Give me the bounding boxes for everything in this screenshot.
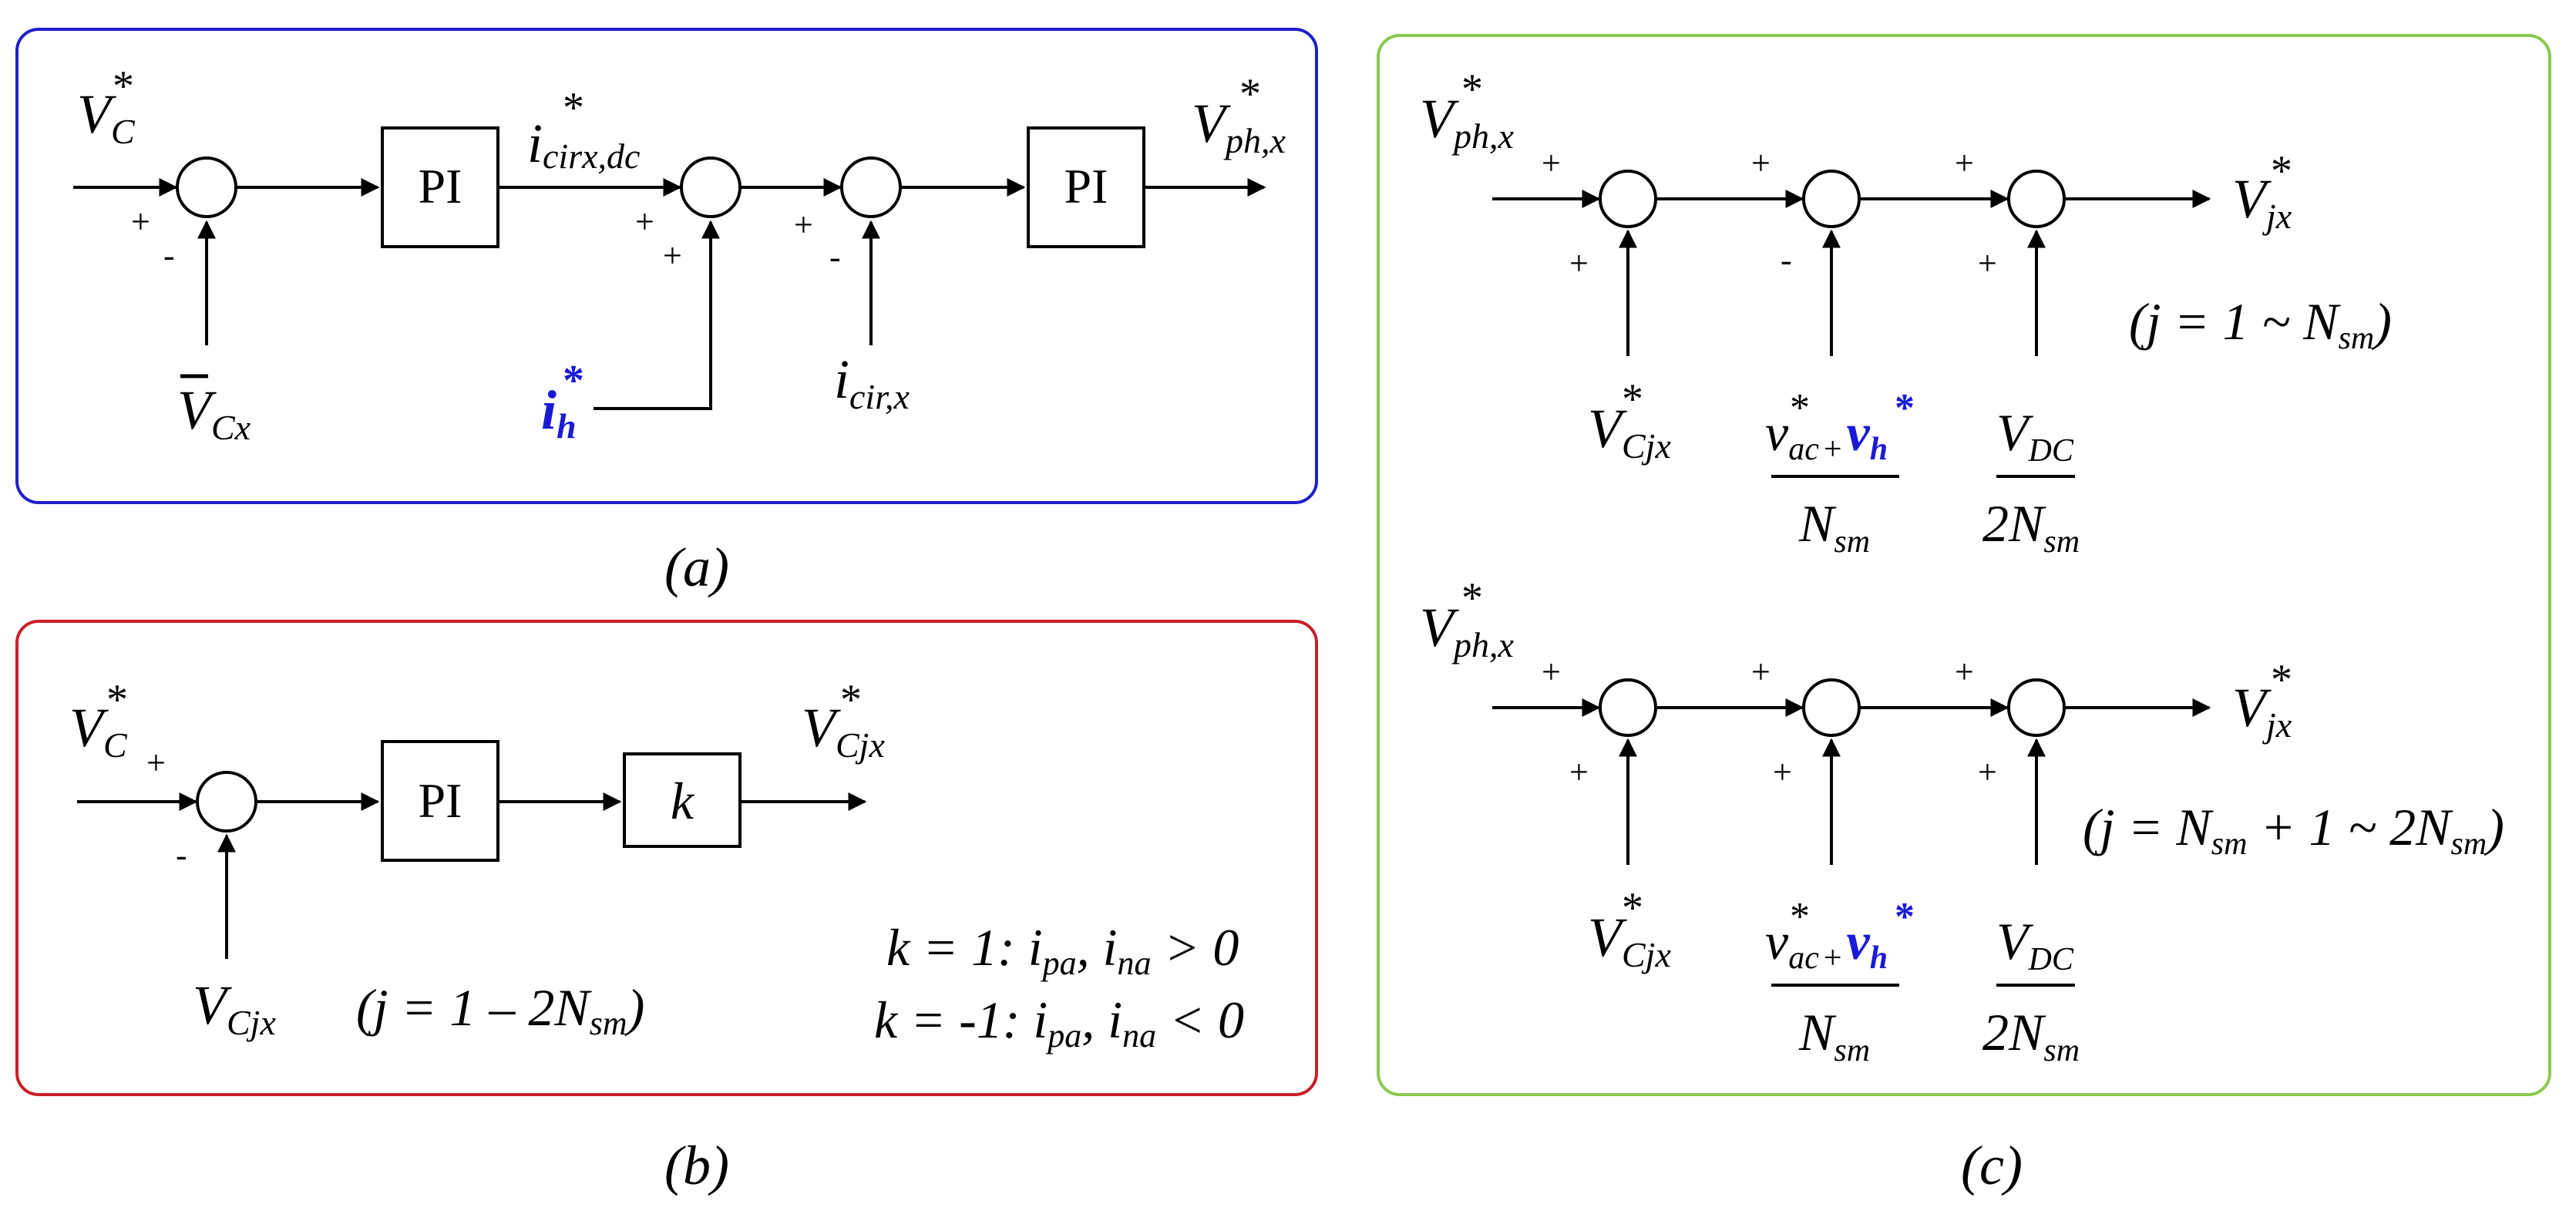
panel-a-output: Vph,x (1192, 93, 1286, 160)
panel-a-frame (15, 28, 1318, 504)
panel-a-sign-plus-2: + (635, 203, 654, 241)
panel-b-feedback: VCjx (193, 974, 276, 1042)
caption-b: (b) (664, 1135, 729, 1196)
panel-c-row-2-sign-plus-2: + (1569, 753, 1589, 791)
panel-a-sum-3 (840, 156, 902, 218)
panel-c-row-1-in-3: VDC (1996, 403, 2074, 469)
panel-c-row-2-sum-3 (2007, 678, 2066, 737)
panel-a-sign-minus-2: - (829, 238, 841, 276)
panel-c-row-2-num-star-1: * (1790, 895, 1810, 939)
panel-c-row-1-sign-minus: - (1781, 241, 1792, 279)
panel-b-sign-minus: - (176, 836, 187, 874)
panel-a-sign-minus-1: - (163, 237, 175, 274)
panel-c-row-2-sign-plus-4: + (1773, 753, 1792, 791)
panel-a-feedback-1: VCx (177, 379, 251, 447)
panel-a-mid-star: * (563, 84, 584, 132)
panel-c-row-2-sum-1 (1599, 678, 1657, 737)
panel-c-row-2-sum-2 (1802, 678, 1861, 737)
panel-b-input-star: * (106, 676, 128, 724)
panel-c-row-1-sign-plus-5: + (1978, 244, 1997, 282)
panel-b-k-label: k (671, 772, 695, 830)
caption-a: (a) (664, 537, 729, 598)
panel-c-row-1-in-1-star: * (1622, 375, 1643, 423)
panel-b-condition-2: k = -1: ipa, ina < 0 (874, 991, 1244, 1055)
panel-b-pi-label: PI (419, 773, 462, 828)
panel-b-pi-block (381, 740, 499, 862)
panel-c-row-1-sign-plus-3: + (1751, 144, 1771, 182)
panel-a-input-ref: VC (77, 83, 136, 151)
panel-c-row-1-input: Vph,x (1420, 88, 1514, 156)
panel-c-row-2-output-star: * (2271, 656, 2292, 704)
panel-c-row-1-num-star-1: * (1790, 386, 1810, 430)
panel-c-row-2-output: Vjx (2232, 677, 2292, 745)
panel-c-row-1-sign-plus-4: + (1955, 144, 1974, 182)
panel-b-frame (15, 620, 1318, 1096)
panel-c-row-2-numerator: vac+vh (1765, 912, 1888, 976)
panel-a-mid-signal: icirx,dc (527, 113, 640, 176)
panel-c-row-2 (1492, 678, 2211, 987)
panel-c-row-1-output-star: * (2271, 147, 2292, 195)
panel-c-row-2-sign-plus-6: + (1978, 753, 1997, 791)
panel-c-row-1-denominator-1: Nsm (1798, 494, 1870, 560)
panel-c-row-1-num-star-2: * (1895, 386, 1915, 430)
panel-c-row-1 (1492, 170, 2211, 478)
panel-c-row-2-input-star: * (1461, 574, 1483, 622)
panel-b-sum (196, 771, 257, 833)
panel-c-row-2-sign-plus-1: + (1542, 653, 1561, 691)
panel-a-pi-block-2 (1027, 126, 1145, 248)
panel-a-pi-label-1: PI (419, 159, 462, 214)
panel-b-output: VCjx (802, 697, 885, 765)
panel-b-input-ref: VC (69, 697, 128, 765)
panel-b-sign-plus: + (146, 744, 166, 782)
panel-a-pi-label-2: PI (1064, 159, 1108, 214)
panel-c-range-1: (j = 1 ~ Nsm) (2129, 292, 2392, 356)
panel-b-k-block (623, 752, 742, 848)
caption-c: (c) (1961, 1135, 2023, 1196)
panel-c-row-1-sum-1 (1599, 170, 1657, 228)
panel-c-row-1-output: Vjx (2232, 168, 2292, 236)
panel-c-row-2-denominator-2: 2Nsm (1982, 1003, 2080, 1068)
panel-c-row-1-sign-plus-1: + (1542, 144, 1561, 182)
panel-a-sum-2 (680, 156, 742, 218)
panel-c-row-1-numerator: vac+vh (1765, 403, 1888, 467)
panel-a-input-star: * (113, 62, 134, 110)
panel-c-row-2-in-1: VCjx (1588, 907, 1671, 974)
panel-a-sign-plus-1: + (131, 203, 150, 241)
panel-c-row-1-in-1: VCjx (1588, 398, 1671, 466)
panel-c-row-1-input-star: * (1461, 66, 1483, 113)
panel-a-inject: ih (541, 379, 577, 446)
panel-c-row-2-num-star-2: * (1895, 895, 1915, 939)
panel-c-range-2: (j = Nsm + 1 ~ 2Nsm) (2083, 798, 2504, 862)
panel-a-inject-star: * (563, 357, 584, 405)
panel-a-sum-1 (176, 156, 237, 218)
panel-c-row-1-sum-2 (1802, 170, 1861, 228)
panel-a-sign-plus-4: + (794, 206, 813, 244)
panel-c-row-2-input: Vph,x (1420, 597, 1514, 664)
panel-c-row-2-in-3: VDC (1996, 912, 2074, 977)
panel-c-row-2-denominator-1: Nsm (1798, 1003, 1870, 1068)
panel-a-feedback-2: icir,x (834, 348, 910, 416)
panel-b-output-star: * (840, 676, 862, 724)
panel-b-condition-1: k = 1: ipa, ina > 0 (886, 918, 1239, 982)
panel-a-sign-plus-3: + (663, 237, 682, 274)
panel-a-pi-block-1 (381, 126, 499, 248)
panel-c-row-2-sign-plus-3: + (1751, 653, 1771, 691)
panel-b-range: (j = 1 – 2Nsm) (356, 978, 644, 1042)
panel-a-output-star: * (1239, 70, 1261, 118)
panel-c-row-2-sign-plus-5: + (1955, 653, 1974, 691)
panel-c-row-1-denominator-2: 2Nsm (1982, 494, 2080, 560)
panel-c-row-1-sign-plus-2: + (1569, 244, 1589, 282)
panel-c-row-1-sum-3 (2007, 170, 2066, 228)
panel-c-row-2-in-1-star: * (1622, 884, 1643, 932)
panel-c-frame (1377, 34, 2551, 1096)
